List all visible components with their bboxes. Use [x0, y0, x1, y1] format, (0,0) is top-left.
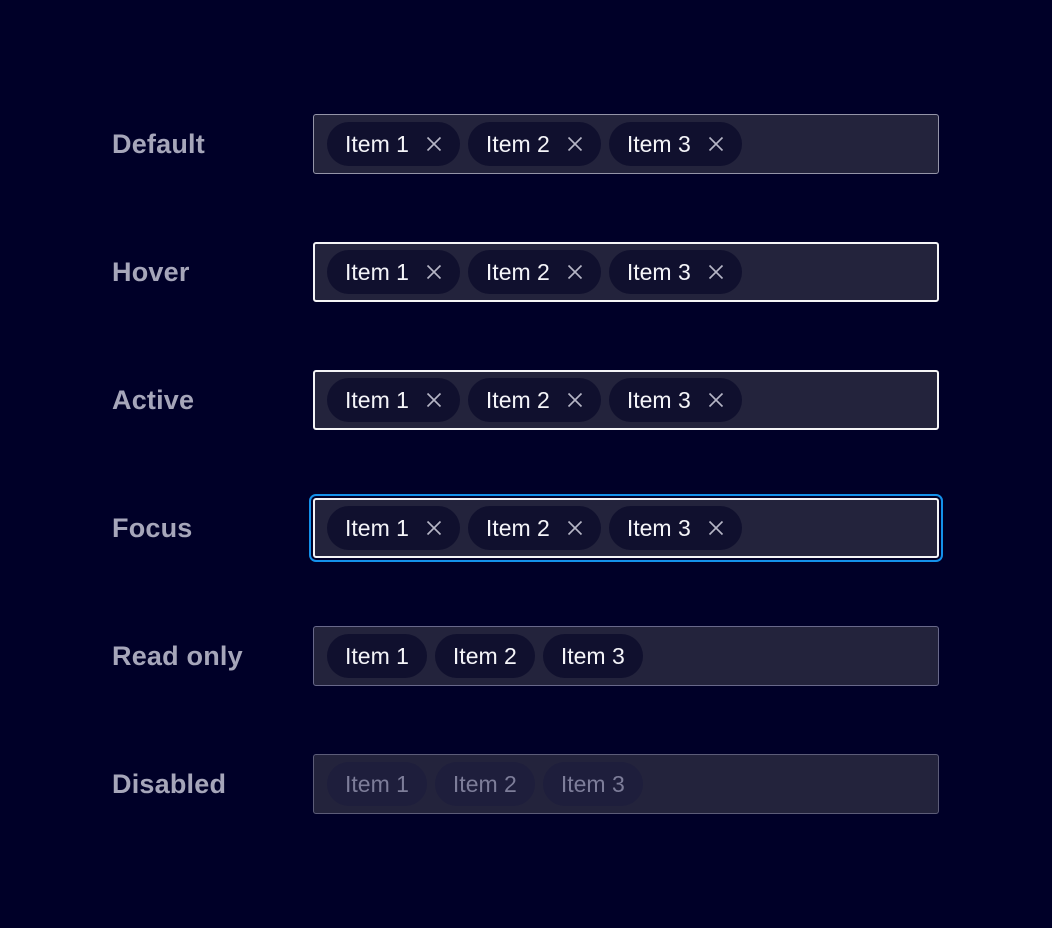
tag-input-default[interactable]: Item 1 Item 2 Item 3 [313, 114, 939, 174]
chip-remove-button[interactable] [563, 132, 587, 156]
state-row-readonly: Read only Item 1 Item 2 Item 3 [0, 626, 1052, 686]
close-icon [705, 133, 727, 155]
chip-remove-button[interactable] [704, 132, 728, 156]
tag-input-disabled: Item 1 Item 2 Item 3 [313, 754, 939, 814]
state-row-hover: Hover Item 1 Item 2 Item 3 [0, 242, 1052, 302]
state-row-active: Active Item 1 Item 2 Item 3 [0, 370, 1052, 430]
close-icon [564, 389, 586, 411]
chip-item-2: Item 2 [467, 122, 601, 166]
close-icon [705, 261, 727, 283]
chip-item-1: Item 1 [327, 762, 427, 806]
chip-item-2: Item 2 [434, 634, 535, 678]
state-row-disabled: Disabled Item 1 Item 2 Item 3 [0, 754, 1052, 814]
chip-remove-button[interactable] [422, 260, 446, 284]
chip-item-3: Item 3 [542, 634, 643, 678]
close-icon [423, 261, 445, 283]
chip-item-1: Item 1 [327, 378, 460, 422]
chip-remove-button[interactable] [422, 388, 446, 412]
chip-remove-button[interactable] [563, 516, 587, 540]
state-label-hover: Hover [112, 256, 190, 287]
state-label-active: Active [112, 384, 195, 415]
state-row-default: Default Item 1 Item 2 Item 3 [0, 114, 1052, 174]
chip-item-3: Item 3 [608, 250, 742, 294]
tag-input-focus[interactable]: Item 1 Item 2 Item 3 [309, 494, 943, 562]
chip-item-3: Item 3 [542, 762, 643, 806]
close-icon [423, 517, 445, 539]
chip-item-3: Item 3 [608, 506, 742, 550]
tag-input-active[interactable]: Item 1 Item 2 Item 3 [313, 370, 939, 430]
state-label-focus: Focus [112, 512, 193, 543]
chip-remove-button[interactable] [563, 260, 587, 284]
chip-remove-button[interactable] [704, 260, 728, 284]
chip-item-1: Item 1 [327, 122, 460, 166]
close-icon [564, 133, 586, 155]
chip-item-3: Item 3 [608, 122, 742, 166]
chip-item-2: Item 2 [467, 250, 601, 294]
chip-remove-button[interactable] [422, 132, 446, 156]
state-label-default: Default [112, 128, 205, 159]
chip-item-2: Item 2 [467, 378, 601, 422]
chip-remove-button[interactable] [422, 516, 446, 540]
close-icon [423, 133, 445, 155]
chip-remove-button[interactable] [563, 388, 587, 412]
chip-remove-button[interactable] [704, 516, 728, 540]
close-icon [705, 517, 727, 539]
state-label-readonly: Read only [112, 640, 243, 671]
chip-item-2: Item 2 [434, 762, 535, 806]
close-icon [564, 517, 586, 539]
tag-input-hover[interactable]: Item 1 Item 2 Item 3 [313, 242, 939, 302]
chip-item-1: Item 1 [327, 250, 460, 294]
close-icon [705, 389, 727, 411]
chip-remove-button[interactable] [704, 388, 728, 412]
chip-item-3: Item 3 [608, 378, 742, 422]
close-icon [423, 389, 445, 411]
chip-item-2: Item 2 [467, 506, 601, 550]
tag-input-readonly[interactable]: Item 1 Item 2 Item 3 [313, 626, 939, 686]
state-row-focus: Focus Item 1 Item 2 Item 3 [0, 494, 1052, 562]
chip-item-1: Item 1 [327, 634, 427, 678]
close-icon [564, 261, 586, 283]
chip-item-1: Item 1 [327, 506, 460, 550]
state-label-disabled: Disabled [112, 768, 227, 799]
